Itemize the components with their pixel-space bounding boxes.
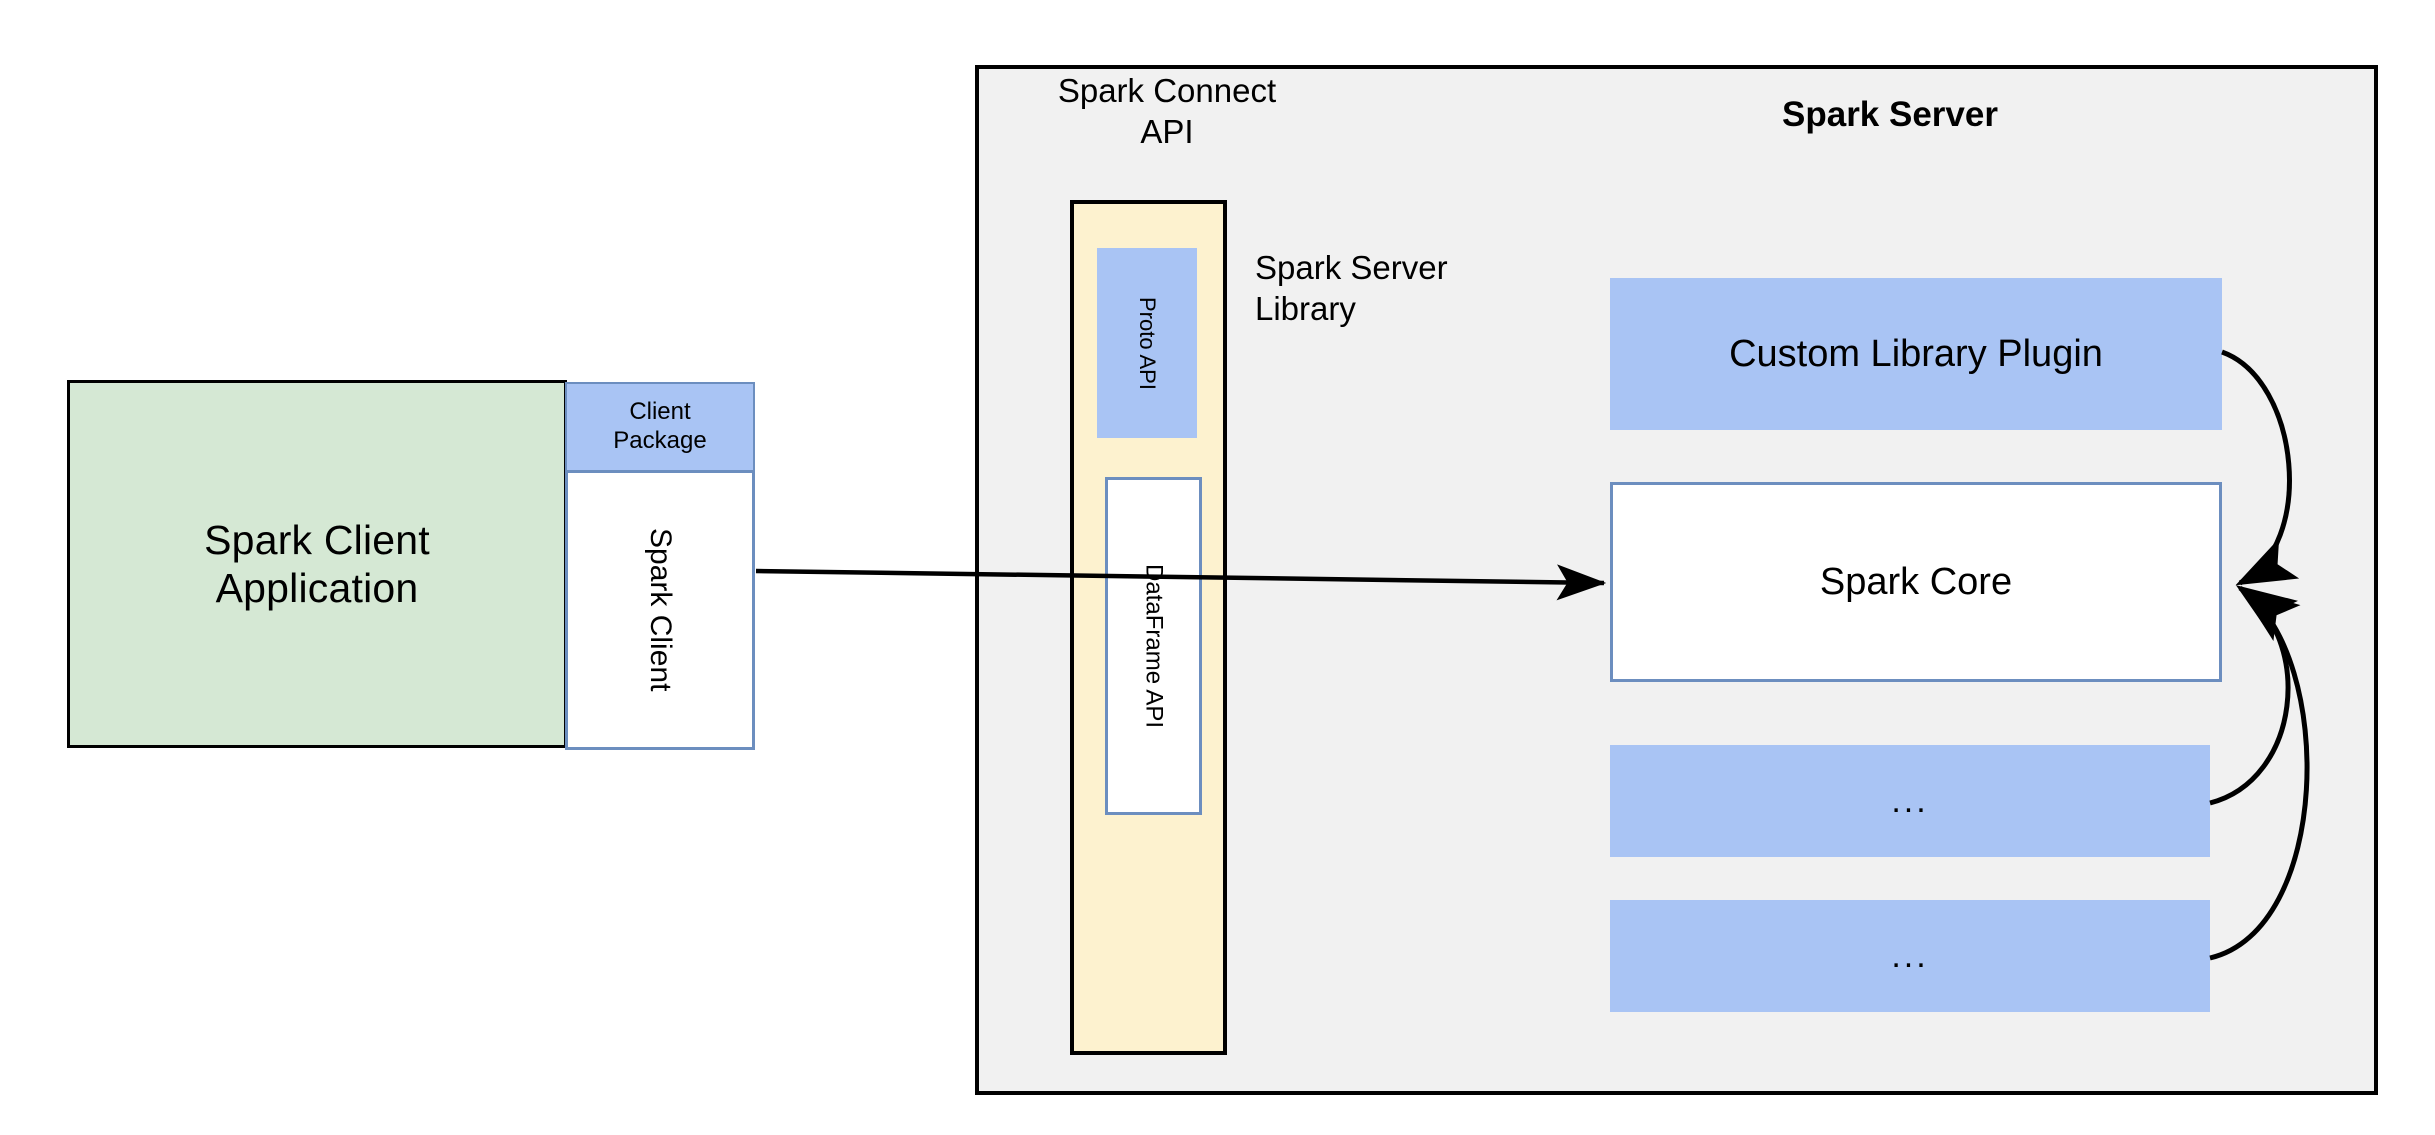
dataframe-api-label: DataFrame API: [1140, 563, 1168, 729]
spark-connect-api-label: Spark Connect API: [1022, 70, 1312, 153]
spark-client-box[interactable]: Spark Client: [565, 470, 755, 750]
client-package-line-1: Client: [629, 398, 691, 426]
spark-client-application-box[interactable]: Spark Client Application: [67, 380, 567, 748]
spark-core-box[interactable]: Spark Core: [1610, 482, 2222, 682]
placeholder-component-box-1[interactable]: ...: [1610, 745, 2210, 857]
proto-api-box[interactable]: Proto API: [1097, 248, 1197, 438]
spark-core-label: Spark Core: [1819, 560, 2013, 603]
client-package-label: Client Package: [613, 398, 706, 456]
spark-client-application-line-1: Spark Client: [204, 516, 430, 563]
dataframe-api-box[interactable]: DataFrame API: [1105, 477, 1202, 815]
custom-library-plugin-box[interactable]: Custom Library Plugin: [1610, 278, 2222, 430]
placeholder-component-label-1: ...: [1891, 781, 1929, 820]
client-package-line-2: Package: [613, 427, 707, 454]
spark-client-label: Spark Client: [644, 528, 677, 692]
spark-client-application-label: Spark Client Application: [204, 516, 430, 613]
spark-connect-api-line-1: Spark Connect: [1057, 72, 1277, 109]
spark-client-application-line-2: Application: [215, 565, 419, 611]
spark-server-title: Spark Server: [1782, 95, 1998, 134]
spark-server-library-line-1: Spark Server: [1255, 249, 1448, 286]
proto-api-label: Proto API: [1135, 296, 1160, 390]
spark-connect-api-line-2: API: [1140, 113, 1194, 151]
custom-library-plugin-label: Custom Library Plugin: [1729, 332, 2103, 375]
placeholder-component-label-2: ...: [1891, 936, 1929, 975]
placeholder-component-box-2[interactable]: ...: [1610, 900, 2210, 1012]
client-package-box[interactable]: Client Package: [565, 382, 755, 470]
spark-server-library-label: Spark Server Library: [1255, 247, 1575, 330]
spark-server-library-line-2: Library: [1255, 290, 1356, 328]
